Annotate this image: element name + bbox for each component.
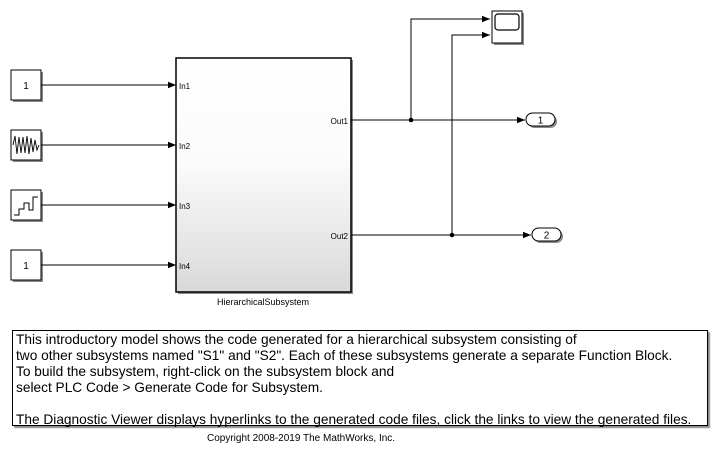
branch-line-out2-to-scope[interactable] xyxy=(451,31,490,235)
staircase-block[interactable] xyxy=(10,189,43,222)
copyright-text: Copyright 2008-2019 The MathWorks, Inc. xyxy=(207,433,396,444)
branch-point-2 xyxy=(449,232,455,238)
outport-label-out2: Out2 xyxy=(331,232,349,241)
constant-block-1[interactable]: 1 xyxy=(10,69,43,102)
inport-label-in2: In2 xyxy=(179,142,191,151)
staircase-icon xyxy=(14,196,38,216)
inport-label-in3: In3 xyxy=(179,202,191,211)
sine-wave-icon xyxy=(12,135,40,155)
outport-block-2[interactable]: 2 xyxy=(531,227,563,243)
annotation-line: two other subsystems named "S1" and "S2"… xyxy=(16,348,673,363)
constant-1-value: 1 xyxy=(23,81,29,92)
scope-icon xyxy=(494,13,520,31)
annotation-line: This introductory model shows the code g… xyxy=(16,332,577,347)
scope-block[interactable] xyxy=(491,10,524,45)
outport-1-number: 1 xyxy=(538,116,544,127)
annotation-line: select PLC Code > Generate Code for Subs… xyxy=(16,380,323,395)
inport-label-in4: In4 xyxy=(179,262,191,271)
outport-label-out1: Out1 xyxy=(331,117,349,126)
annotation-line: The Diagnostic Viewer displays hyperlink… xyxy=(16,412,692,427)
outport-block-1[interactable]: 1 xyxy=(525,112,557,128)
outport-2-number: 2 xyxy=(544,231,550,242)
constant-block-2[interactable]: 1 xyxy=(10,249,43,282)
hierarchical-subsystem-block[interactable]: In1 In2 In3 In4 Out1 Out2 xyxy=(175,57,353,294)
inport-label-in1: In1 xyxy=(179,82,191,91)
annotation-line: To build the subsystem, right-click on t… xyxy=(16,364,395,379)
branch-point-1 xyxy=(408,117,414,123)
branch-line-out1-to-scope[interactable] xyxy=(410,15,490,120)
sine-wave-block[interactable] xyxy=(10,129,43,162)
constant-2-value: 1 xyxy=(23,261,29,272)
subsystem-name: HierarchicalSubsystem xyxy=(217,297,309,307)
description-annotation: This introductory model shows the code g… xyxy=(12,330,708,427)
annotation-line xyxy=(16,396,707,412)
